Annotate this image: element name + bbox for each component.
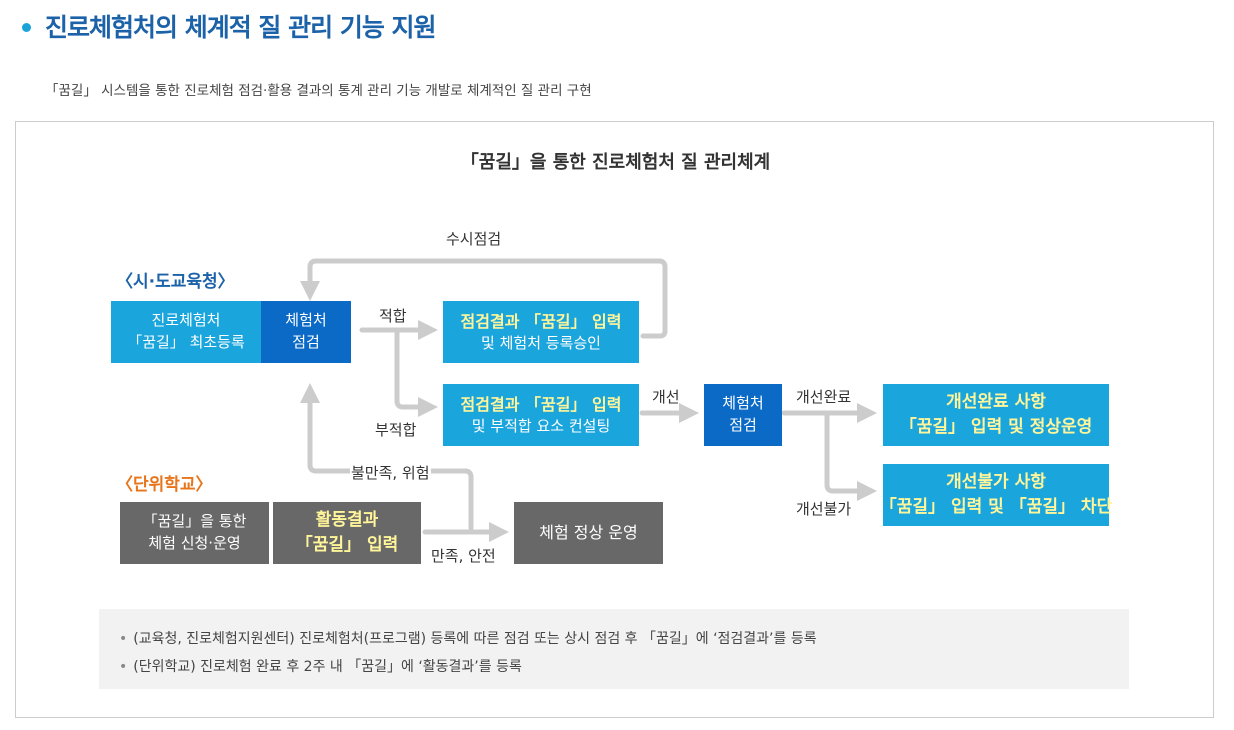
box-improve-impossible-line2: 「꿈길」 입력 및 「꿈길」 차단 <box>879 497 1113 517</box>
note-item-2: •(단위학교) 진로체험 완료 후 2주 내 「꿈길」에 ‘활동결과’를 등록 <box>119 659 522 675</box>
box-unsuitable-result-line2: 및 부적합 요소 컨설팅 <box>471 416 611 435</box>
box-inspect-2-line2: 점검 <box>729 416 757 434</box>
group-label-education-office: 〈시·도교육청〉 <box>116 272 235 292</box>
box-suitable-result-line1: 점검결과 「꿈길」 입력 <box>460 311 622 331</box>
box-inspect-1-line1: 체험처 <box>285 311 327 330</box>
box-inspect-2-line1: 체험처 <box>722 394 764 413</box>
note-item-1-text: (교육청, 진로체험지원센터) 진로체험처(프로그램) 등록에 따른 점검 또는… <box>133 631 817 647</box>
box-normal-operation-line1: 체험 정상 운영 <box>539 523 638 543</box>
box-unsuitable-result: 점검결과 「꿈길」 입력 및 부적합 요소 컨설팅 <box>443 384 639 446</box>
box-school-apply-line2: 체험 신청·운영 <box>148 534 241 552</box>
label-improve-impossible: 개선불가 <box>796 500 852 518</box>
box-initial-register: 진로체험처 「꿈길」 최초등록 <box>111 301 261 363</box>
box-activity-result-line2: 「꿈길」 입력 <box>295 535 399 555</box>
box-suitable-result: 점검결과 「꿈길」 입력 및 체험처 등록승인 <box>443 301 639 363</box>
label-suitable: 적합 <box>379 307 407 325</box>
box-improve-complete-line2: 「꿈길」 입력 및 정상운영 <box>899 417 1093 437</box>
box-school-apply-line1: 「꿈길」을 통한 <box>142 512 247 531</box>
box-activity-result: 활동결과 「꿈길」 입력 <box>273 502 421 564</box>
box-improve-complete-line1: 개선완료 사항 <box>946 392 1046 413</box>
label-ad-hoc-check: 수시점검 <box>446 230 502 248</box>
box-inspect-1: 체험처 점검 <box>261 301 351 363</box>
box-improve-complete: 개선완료 사항 「꿈길」 입력 및 정상운영 <box>883 384 1109 446</box>
diagram-title: 「꿈길」을 통한 진로체험처 질 관리체계 <box>460 152 771 173</box>
group-label-school: 〈단위학교〉 <box>116 475 213 495</box>
notes-box: •(교육청, 진로체험지원센터) 진로체험처(프로그램) 등록에 따른 점검 또… <box>99 609 1129 689</box>
arrow-adhoc-loop <box>300 258 668 339</box>
box-inspect-1-line2: 점검 <box>292 333 320 351</box>
diagram-frame: 「꿈길」을 통한 진로체험처 질 관리체계 〈시·도교육청 <box>15 121 1214 718</box>
arrow-unsuitable <box>394 327 438 417</box>
box-activity-result-line1: 활동결과 <box>315 510 379 531</box>
note-item-1: •(교육청, 진로체험지원센터) 진로체험처(프로그램) 등록에 따른 점검 또… <box>119 631 817 647</box>
arrow-improve-impossible <box>824 410 877 501</box>
page-title: 진로체험처의 체계적 질 관리 기능 지원 <box>45 13 437 42</box>
box-initial-register-line1: 진로체험처 <box>151 311 221 330</box>
label-dissatisfied-risk: 불만족, 위험 <box>350 462 431 483</box>
label-improve-complete: 개선완료 <box>796 388 852 406</box>
box-normal-operation: 체험 정상 운영 <box>514 502 663 564</box>
box-improve-impossible: 개선불가 사항 「꿈길」 입력 및 「꿈길」 차단 <box>879 464 1113 526</box>
title-bullet <box>22 23 31 32</box>
box-suitable-result-line2: 및 체험처 등록승인 <box>481 333 601 352</box>
note-item-2-text: (단위학교) 진로체험 완료 후 2주 내 「꿈길」에 ‘활동결과’를 등록 <box>133 659 522 675</box>
box-inspect-2: 체험처 점검 <box>704 384 782 446</box>
label-improve: 개선 <box>652 388 680 406</box>
box-improve-impossible-line1: 개선불가 사항 <box>946 472 1046 493</box>
box-school-apply: 「꿈길」을 통한 체험 신청·운영 <box>120 502 269 564</box>
box-initial-register-line2: 「꿈길」 최초등록 <box>127 333 245 351</box>
box-unsuitable-result-line1: 점검결과 「꿈길」 입력 <box>460 394 622 414</box>
label-satisfied-safe: 만족, 안전 <box>431 547 496 565</box>
label-unsuitable: 부적합 <box>375 421 417 439</box>
flow-connectors <box>300 258 877 542</box>
page-subtitle: 「꿈길」 시스템을 통한 진로체험 점검·활용 결과의 통계 관리 기능 개발로… <box>45 83 592 99</box>
